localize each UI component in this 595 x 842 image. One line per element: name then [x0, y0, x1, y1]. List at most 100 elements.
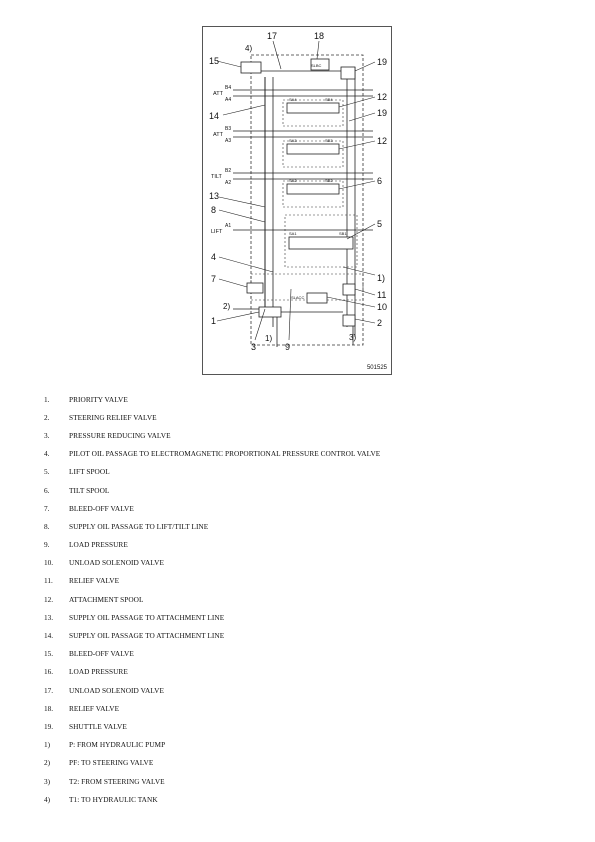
- legend-text: SUPPLY OIL PASSAGE TO LIFT/TILT LINE: [69, 521, 209, 531]
- legend-text: LOAD PRESSURE: [69, 540, 128, 550]
- callout-4: 4: [211, 252, 216, 262]
- port-label-b3: B3: [225, 126, 231, 132]
- leader-18: [354, 61, 376, 72]
- legend-text: UNLOAD SOLENOID VALVE: [69, 558, 164, 568]
- legend-item: 3) T2: FROM STEERING VALVE: [44, 772, 554, 790]
- port-label-a2: A2: [225, 180, 231, 186]
- legend-item: 1.PRIORITY VALVE: [44, 390, 554, 408]
- callout-9: 9: [285, 342, 290, 352]
- steering-relief-valve: [342, 314, 356, 327]
- spool-label-sb1: SB1: [339, 231, 347, 236]
- legend-key: 13.: [44, 612, 54, 622]
- leader-5: [346, 223, 376, 240]
- legend-key: 19.: [44, 721, 54, 731]
- legend-text: TILT SPOOL: [69, 485, 110, 495]
- legend-key: 18.: [44, 703, 54, 713]
- callout-2: 2: [377, 318, 382, 328]
- legend-key: 16.: [44, 667, 54, 677]
- callout-12a: 12: [377, 92, 387, 102]
- legend-item: 11.RELIEF VALVE: [44, 572, 554, 590]
- legend-item: 3.PRESSURE REDUCING VALVE: [44, 426, 554, 444]
- callout-14: 14: [209, 111, 219, 121]
- legend-key: 15.: [44, 649, 54, 659]
- spool-label-sa3: SA3: [289, 138, 297, 143]
- port-label-lift: LIFT: [211, 229, 223, 235]
- leader-6: [338, 180, 376, 190]
- legend-text: RELIEF VALVE: [69, 576, 120, 586]
- callout-15: 15: [209, 56, 219, 66]
- leader-15: [216, 60, 242, 68]
- legend-item: 15. BLEED-OFF VALVE: [44, 645, 554, 663]
- attachment-spool-4: [286, 102, 340, 114]
- legend-key: 8.: [44, 521, 50, 531]
- legend-key: 17.: [44, 685, 54, 695]
- legend-text: PF: TO STEERING VALVE: [69, 758, 154, 768]
- legend-key: 4.: [44, 449, 50, 459]
- legend-key: 9.: [44, 540, 50, 550]
- legend-text: BLEED-OFF VALVE: [69, 503, 134, 513]
- leader-4: [218, 256, 274, 273]
- priority-valve: [258, 306, 282, 318]
- leader-16: [272, 40, 282, 70]
- callout-1-port: 1): [265, 334, 272, 343]
- leader-7: [218, 278, 248, 288]
- callout-16: 17: [267, 31, 277, 41]
- spool-label-sb4: SB4: [325, 97, 333, 102]
- leader-3: [254, 308, 266, 341]
- legend-key: 14.: [44, 631, 54, 641]
- legend-item: 8. SUPPLY OIL PASSAGE TO LIFT/TILT LINE: [44, 517, 554, 535]
- callout-12b: 12: [377, 136, 387, 146]
- callout-2-port: 2): [223, 302, 230, 311]
- legend-item: 6. TILT SPOOL: [44, 481, 554, 499]
- tilt-section: [282, 180, 344, 208]
- legend-text: PRESSURE REDUCING VALVE: [69, 430, 171, 440]
- lift-spool: [288, 236, 354, 250]
- legend-text: PRIORITY VALVE: [69, 394, 128, 404]
- legend-item: 2)PF: TO STEERING VALVE: [44, 754, 554, 772]
- port-label-a4: A4: [225, 97, 231, 103]
- callout-3-port: 3): [349, 333, 356, 342]
- legend-item: 1)P: FROM HYDRAULIC PUMP: [44, 736, 554, 754]
- spool-label-sa1: SA1: [289, 231, 297, 236]
- spool-label-sa2: SA2: [289, 178, 297, 183]
- legend-text: BLEED-OFF VALVE: [69, 649, 134, 659]
- hydraulic-schematic-diagram: 15 4) 17 18 19 12 14 19 12 6 13 8 5 4 1)…: [209, 31, 387, 352]
- legend-item: 4.PILOT OIL PASSAGE TO ELECTROMAGNETIC P…: [44, 445, 554, 463]
- spool-label-sa4: SA4: [289, 97, 297, 102]
- legend-key: 5.: [44, 467, 50, 477]
- leader-1: [216, 311, 260, 322]
- legend-item: 5.LIFT SPOOL: [44, 463, 554, 481]
- legend-text: RELIEF VALVE: [69, 703, 120, 713]
- port-label-b2: B2: [225, 168, 231, 174]
- callout-3: 3: [251, 342, 256, 352]
- leader-8: [218, 209, 266, 223]
- leader-12a: [338, 96, 376, 108]
- unload-solenoid-valve-bottom: [306, 292, 328, 304]
- legend-item: 18. RELIEF VALVE: [44, 699, 554, 717]
- spool-label-slacc: SLACC: [291, 295, 304, 300]
- callout-17: 18: [314, 31, 324, 41]
- legend-key: 1): [44, 740, 51, 750]
- leader-2: [354, 318, 376, 324]
- legend-key: 6.: [44, 485, 50, 495]
- legend-item: 19.SHUTTLE VALVE: [44, 717, 554, 735]
- legend-text: T2: FROM STEERING VALVE: [69, 776, 165, 786]
- legend-item: 17.UNLOAD SOLENOID VALVE: [44, 681, 554, 699]
- unload-solenoid-valve-top: [310, 58, 330, 71]
- legend-text: STEERING RELIEF VALVE: [69, 412, 157, 422]
- callout-1: 1: [211, 316, 216, 326]
- hydraulic-schematic-figure: 15 4) 17 18 19 12 14 19 12 6 13 8 5 4 1)…: [202, 26, 392, 375]
- relief-valve-top: [340, 66, 356, 80]
- legend-item: 14.SUPPLY OIL PASSAGE TO ATTACHMENT LINE: [44, 626, 554, 644]
- callout-18: 19: [377, 57, 387, 67]
- legend-key: 10.: [44, 558, 54, 568]
- callout-6: 6: [377, 176, 382, 186]
- legend-key: 12.: [44, 594, 54, 604]
- lift-section: [284, 214, 358, 268]
- legend-item: 13.SUPPLY OIL PASSAGE TO ATTACHMENT LINE: [44, 608, 554, 626]
- legend-key: 3): [44, 776, 51, 786]
- spool-label-sb3: SB3: [325, 138, 333, 143]
- legend-item: 4)T1: TO HYDRAULIC TANK: [44, 790, 554, 808]
- callout-4-port: 4): [245, 44, 252, 53]
